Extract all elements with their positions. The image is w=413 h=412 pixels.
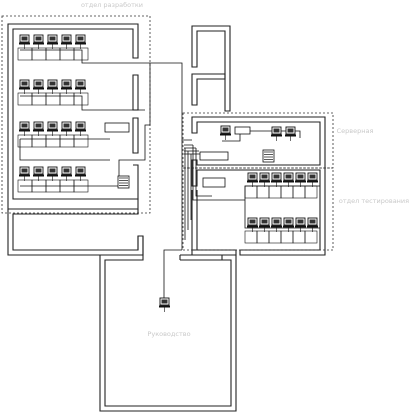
test-desk-row1-6	[304, 185, 318, 199]
dev-workstation-row4-1	[19, 166, 30, 181]
wall-right-middle	[191, 73, 226, 106]
dev-workstation-row4-5	[75, 166, 86, 181]
dev-workstation-row2-5	[75, 79, 86, 94]
cable-dev-row-2	[20, 95, 145, 111]
dev-desk-row3-5	[73, 134, 89, 148]
cable-dev-row-3	[19, 138, 110, 161]
test-desk-row2-3	[268, 230, 282, 244]
dev-desk-row2-5	[73, 92, 89, 106]
wall-dev-post-2	[132, 117, 139, 154]
walls	[7, 23, 326, 412]
dev-workstation-row1-5	[75, 34, 86, 49]
test-workstation-row1-6	[307, 172, 318, 187]
dev-desk-row2-2	[31, 92, 47, 106]
zone-outlines	[1, 15, 334, 251]
dev-workstation-row1-2	[33, 34, 44, 49]
dev-workstation-row3-3	[47, 121, 58, 136]
zone-server-outline	[182, 112, 334, 169]
dev-desk-row2-1	[17, 92, 33, 106]
cable-dev-row-1	[20, 49, 150, 64]
test-workstation-row2-4	[283, 217, 294, 232]
dev-workstation-row3-1	[19, 121, 30, 136]
test-workstation-row1-5	[295, 172, 306, 187]
test-workstation-row1-4	[283, 172, 294, 187]
test-desk-row2-6	[304, 230, 318, 244]
network-cables	[19, 49, 320, 298]
zone-test-label: отдел тестирования	[339, 197, 409, 205]
zone-servers-label: Серверная	[337, 127, 374, 135]
test-switch	[202, 177, 226, 188]
dev-workstation-row1-3	[47, 34, 58, 49]
test-workstation-row2-5	[295, 217, 306, 232]
test-desk-row1-2	[256, 185, 270, 199]
room-management-label: Руководство	[147, 330, 190, 338]
test-workstation-row1-1	[247, 172, 258, 187]
cable-dev-trunk	[118, 62, 192, 186]
wall-door-post	[137, 236, 144, 255]
dev-workstation-row2-4	[61, 79, 72, 94]
server-rack-1	[262, 149, 275, 163]
wall-management	[99, 254, 237, 412]
dev-workstation-row1-4	[61, 34, 72, 49]
dev-workstation-row3-2	[33, 121, 44, 136]
test-desk-row1-1	[244, 185, 258, 199]
wall-dev-outer	[7, 23, 139, 210]
server-console	[220, 125, 231, 140]
dev-desk-row3-4	[59, 134, 75, 148]
dev-workstation-row2-1	[19, 79, 30, 94]
wall-management-door	[179, 254, 222, 261]
dev-workstation-row1-1	[19, 34, 30, 49]
test-workstation-row1-3	[271, 172, 282, 187]
dev-workstation-row4-3	[47, 166, 58, 181]
cable-management	[163, 249, 182, 298]
server-room-workstation-1	[285, 126, 296, 141]
wall-dev-post-3	[133, 164, 139, 200]
cable-bundle-1	[184, 144, 201, 155]
test-workstation-row2-6	[307, 217, 318, 232]
dev-desk-row4-5	[73, 179, 89, 193]
dev-desk-row2-3	[45, 92, 61, 106]
cable-bundle-vertical	[181, 140, 192, 250]
test-desk-row2-2	[256, 230, 270, 244]
wall-dev-post-1	[132, 74, 139, 111]
test-workstation-row2-2	[259, 217, 270, 232]
zone-dev-label: отдел разработки	[81, 1, 143, 9]
dev-desk-row1-5	[73, 47, 89, 61]
test-desk-row1-4	[280, 185, 294, 199]
management-workstation	[159, 297, 170, 312]
wall-right-top	[191, 25, 231, 112]
devices	[17, 34, 318, 312]
test-desk-row1-3	[268, 185, 282, 199]
server-room-workstation-2	[271, 126, 282, 141]
dev-workstation-row2-2	[33, 79, 44, 94]
test-workstation-row2-3	[271, 217, 282, 232]
dev-desk-row3-3	[45, 134, 61, 148]
dev-desk-row2-4	[59, 92, 75, 106]
switch-2	[199, 151, 229, 161]
wall-server-test	[191, 116, 326, 256]
test-desk-row2-5	[292, 230, 306, 244]
cable-test-feed	[192, 145, 212, 201]
dev-workstation-row4-2	[33, 166, 44, 181]
wall-lower-left	[7, 209, 144, 256]
dev-workstation-row3-5	[75, 121, 86, 136]
zone-dev-outline	[1, 15, 151, 214]
dev-workstation-row2-3	[47, 79, 58, 94]
test-desk-row1-5	[292, 185, 306, 199]
test-desk-row2-4	[280, 230, 294, 244]
switch-1	[234, 126, 251, 135]
dev-switch	[104, 122, 130, 133]
test-desk-row2-1	[244, 230, 258, 244]
dev-server	[117, 175, 130, 189]
dev-workstation-row3-4	[61, 121, 72, 136]
dev-workstation-row4-4	[61, 166, 72, 181]
dev-desk-row3-2	[31, 134, 47, 148]
test-workstation-row1-2	[259, 172, 270, 187]
test-workstation-row2-1	[247, 217, 258, 232]
